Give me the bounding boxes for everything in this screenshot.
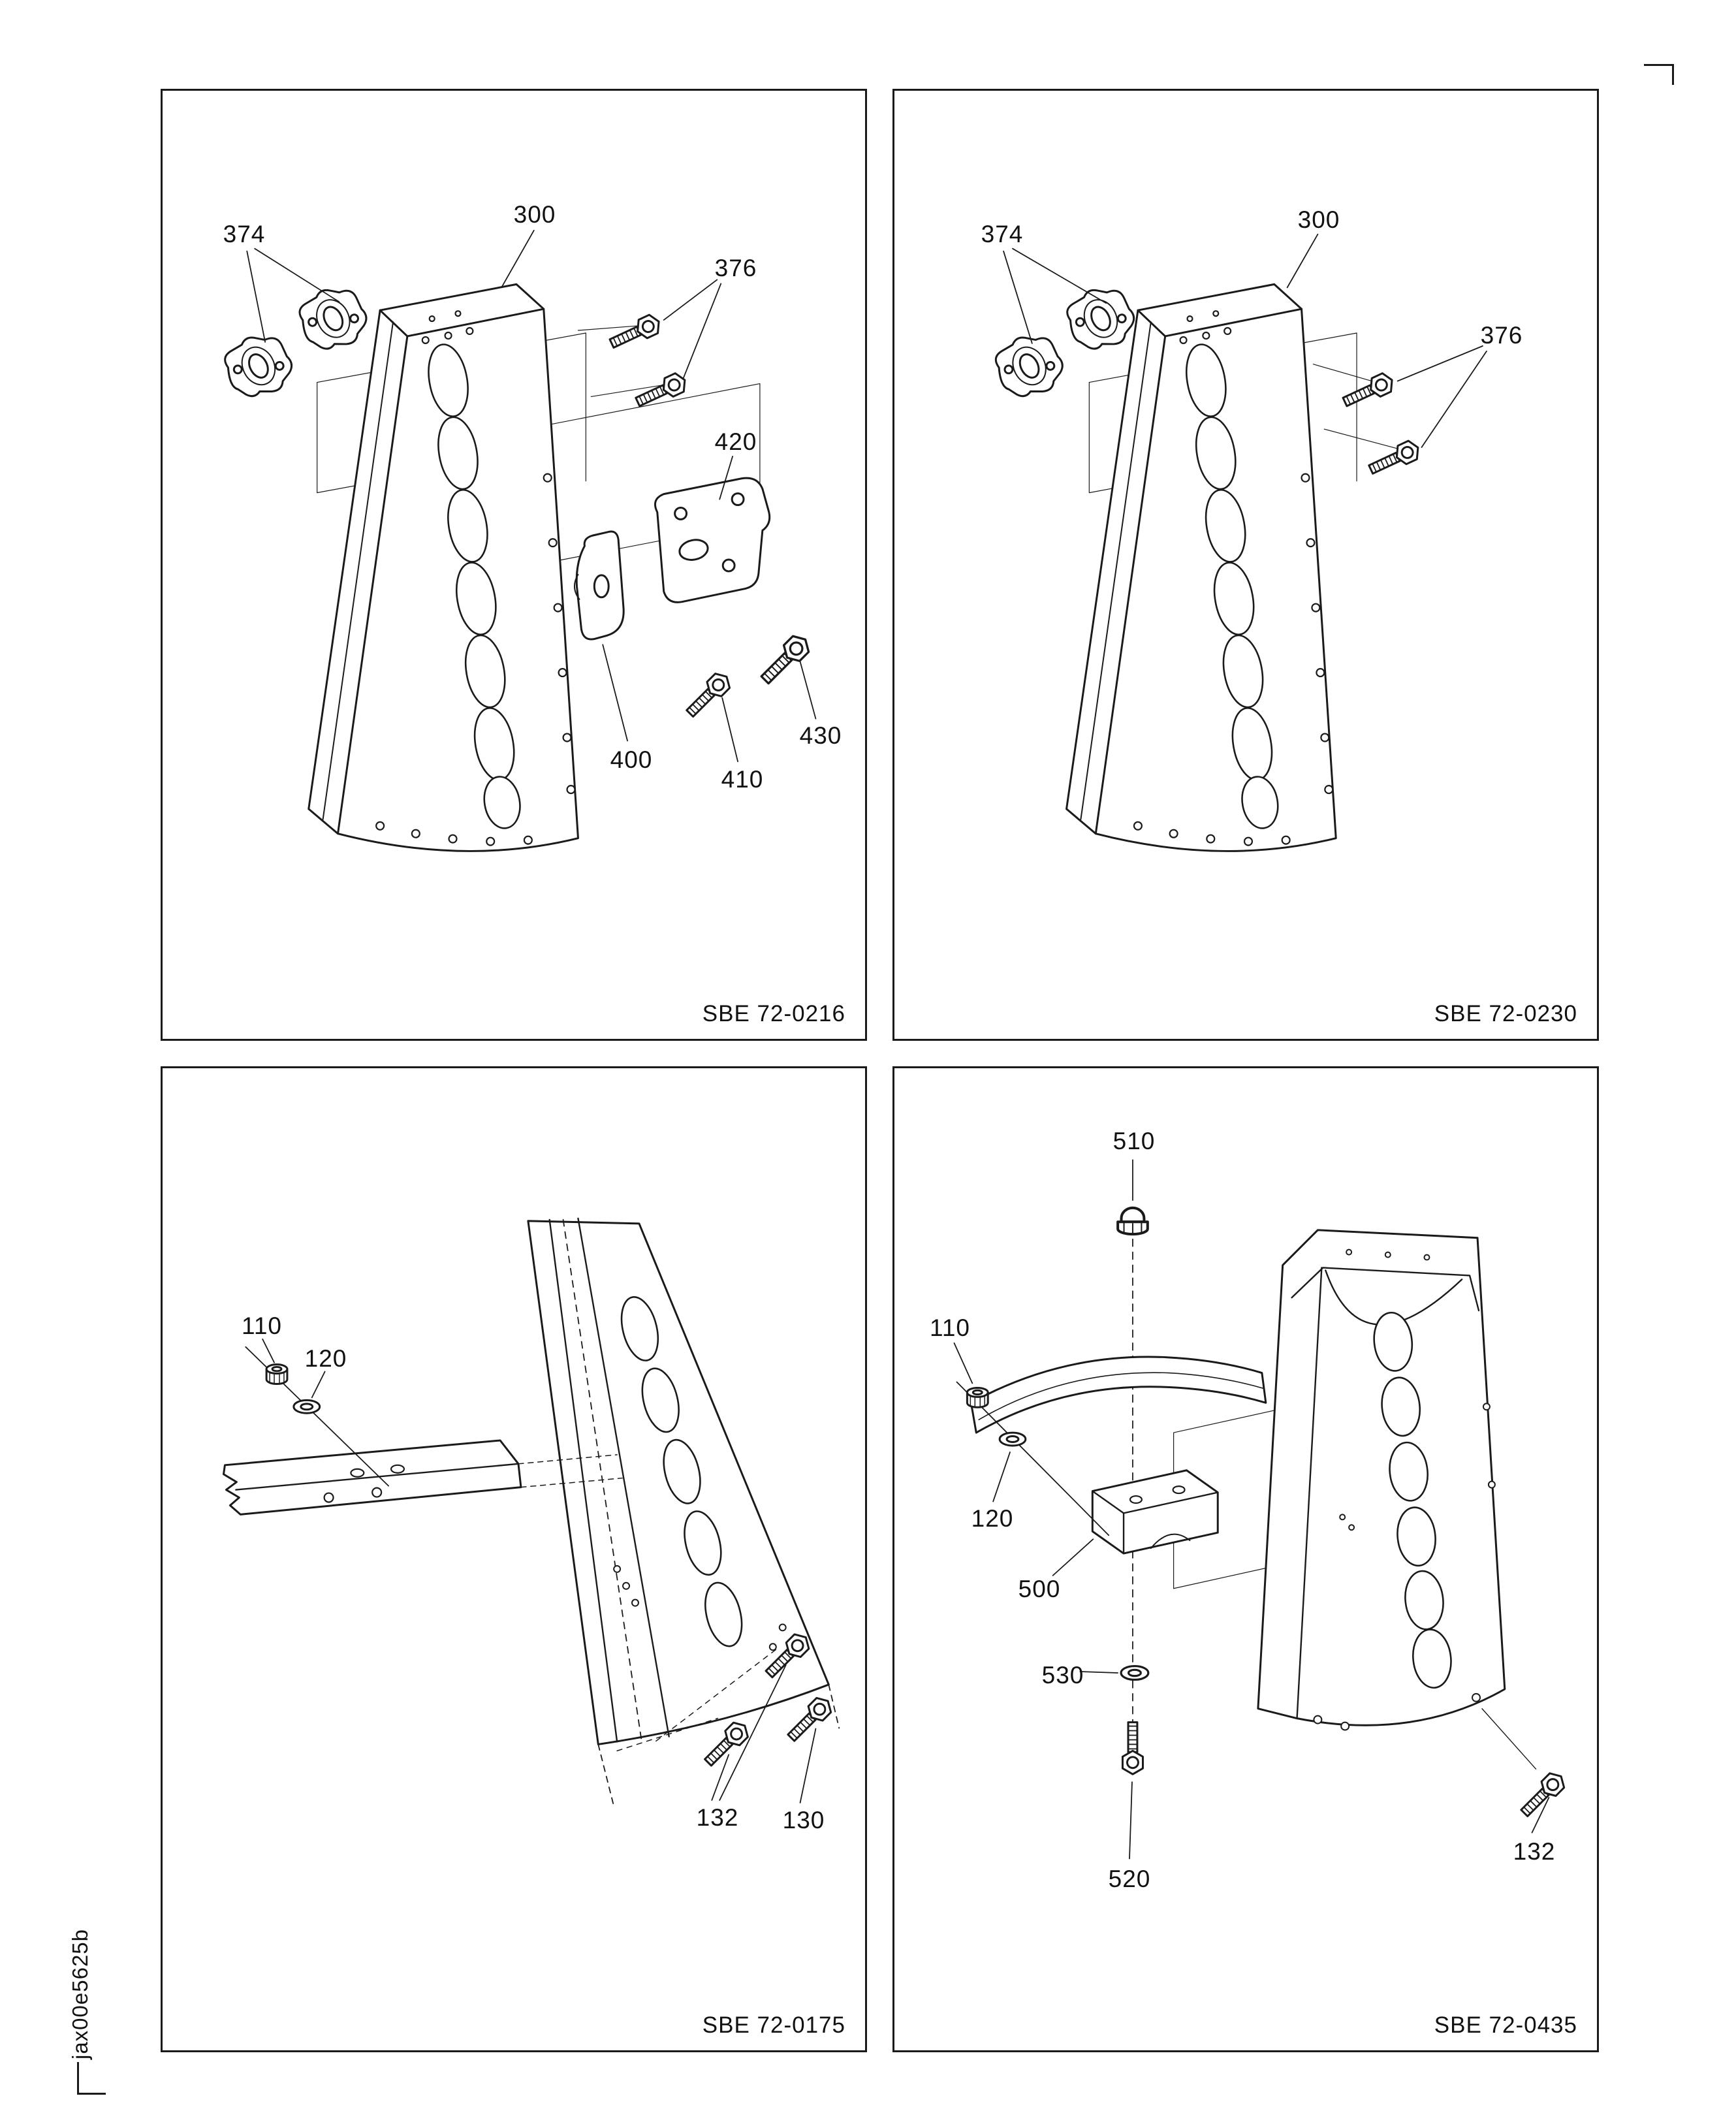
callout-530: 530: [1041, 1662, 1084, 1689]
callout-420: 420: [714, 428, 757, 455]
nut-110-drawing: [265, 1363, 289, 1385]
bolt-130-drawing: [783, 1692, 836, 1746]
diagram-code: SBE 72-0175: [702, 2012, 845, 2038]
callout-400: 400: [610, 746, 653, 773]
pillar-bracket-300-drawing: [1065, 283, 1337, 852]
pillar-drawing: [527, 1217, 840, 1807]
clamp-374-b-drawing: [295, 281, 372, 354]
callout-132: 132: [1513, 1838, 1556, 1865]
diagram-code: SBE 72-0435: [1434, 2012, 1577, 2038]
callout-110: 110: [930, 1314, 970, 1341]
callout-120: 120: [971, 1505, 1014, 1532]
exploded-view-channel-bracket-assembly: [953, 1159, 1570, 1860]
channel-bracket-drawing: [1257, 1229, 1506, 1731]
callout-510: 510: [1113, 1128, 1156, 1154]
projection-line-bolt-132: [1481, 1708, 1537, 1770]
crop-mark-top-right: [1644, 64, 1674, 85]
diagram-panel-sbe-72-0216: 374 300 376 420 400 410 430 SBE 72-0216: [161, 89, 867, 1041]
pillar-bracket-300-drawing: [308, 283, 579, 852]
callout-376: 376: [1480, 322, 1523, 349]
callout-500: 500: [1018, 1576, 1061, 1602]
callout-130: 130: [782, 1807, 825, 1834]
curved-strip-drawing: [970, 1356, 1267, 1434]
page-reference-code: jax00e5625b: [68, 1928, 92, 2059]
callout-374: 374: [223, 221, 266, 247]
diagram-code: SBE 72-0216: [702, 1001, 845, 1026]
exploded-view-pillar-bracket-with-plates: [220, 229, 817, 852]
leader-lines: [246, 229, 817, 763]
callout-430: 430: [799, 722, 842, 749]
cap-nut-510-drawing: [1118, 1208, 1148, 1234]
leader-lines: [953, 1159, 1550, 1860]
callout-110: 110: [242, 1312, 282, 1339]
bolt-376-b-drawing: [1365, 437, 1423, 480]
crossmember-bar-drawing: [222, 1439, 623, 1516]
diagram-panel-sbe-72-0230: 374 300 376 SBE 72-0230: [892, 89, 1599, 1041]
exploded-view-pillar-bracket: [991, 233, 1487, 852]
nut-110-drawing: [966, 1386, 989, 1408]
diagram-panel-sbe-72-0435: 510 110 120 500 530 520 132 SBE 72-0435: [892, 1066, 1599, 2052]
leader-lines: [262, 1338, 817, 1803]
bolt-376-a-drawing: [606, 311, 665, 354]
bolt-376-b-drawing: [632, 370, 690, 413]
callout-520: 520: [1108, 1866, 1151, 1892]
callout-410: 410: [721, 766, 764, 793]
callout-374: 374: [981, 221, 1024, 247]
bracket-400-drawing: [573, 530, 625, 641]
crop-mark-bottom-left: [77, 2062, 106, 2095]
washer-120-drawing: [292, 1399, 321, 1414]
bolt-376-a-drawing: [1339, 370, 1398, 413]
callout-132: 132: [696, 1804, 739, 1831]
callout-120: 120: [304, 1345, 347, 1372]
callout-300: 300: [1297, 206, 1340, 233]
diagram-panel-sbe-72-0175: 110 120 132 130 SBE 72-0175: [161, 1066, 867, 2052]
spacer-block-500-drawing: [1091, 1469, 1219, 1555]
washer-530-drawing: [1120, 1665, 1150, 1681]
plate-420-drawing: [654, 477, 771, 603]
clamp-374-a-drawing: [991, 329, 1069, 402]
diagram-code: SBE 72-0230: [1434, 1001, 1577, 1026]
callout-300: 300: [513, 201, 556, 228]
callout-376: 376: [714, 255, 757, 281]
exploded-view-pillar-lower-mount: [222, 1217, 840, 1807]
leader-lines: [1003, 233, 1487, 448]
clamp-374-a-drawing: [220, 329, 298, 402]
washer-120-drawing: [998, 1431, 1027, 1447]
bolt-132-drawing: [1516, 1768, 1570, 1822]
bolt-520-drawing: [1121, 1721, 1144, 1775]
clamp-374-b-drawing: [1062, 281, 1140, 354]
